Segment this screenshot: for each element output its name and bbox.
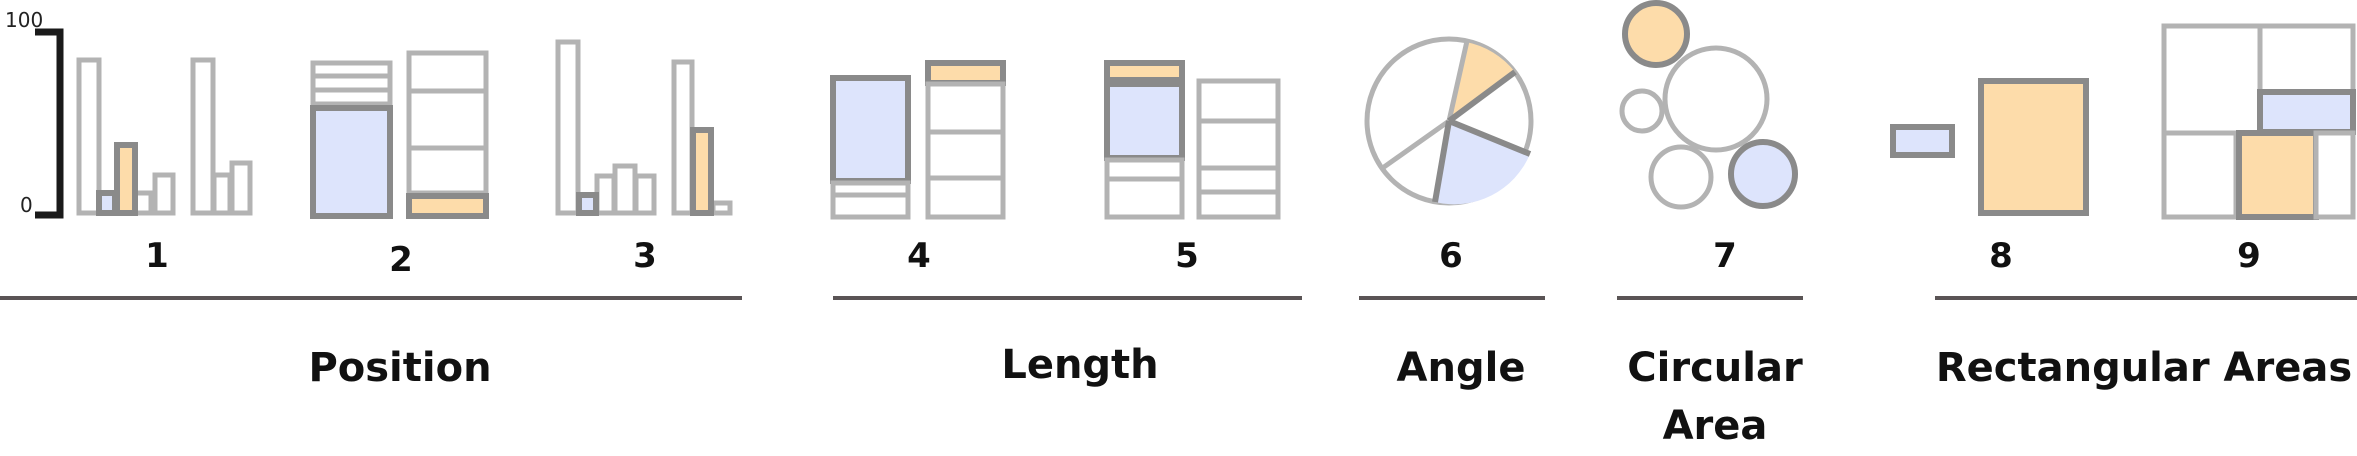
segment: [1196, 165, 1281, 195]
highlight-bar-blue: [96, 190, 118, 216]
segment: [925, 81, 1006, 135]
bar: [671, 59, 695, 216]
segment: [830, 192, 911, 220]
bar: [76, 57, 102, 216]
highlight-segment-blue: [830, 75, 911, 184]
segment: [1104, 176, 1185, 220]
panel-number-9: 9: [2237, 236, 2261, 276]
category-label-area: Area: [1663, 403, 1768, 449]
category-label-position: Position: [308, 345, 491, 391]
panel-number-5: 5: [1175, 236, 1199, 276]
segment: [1196, 78, 1281, 124]
panel-number-2: 2: [389, 240, 413, 280]
circle: [1648, 144, 1714, 210]
panel-number-3: 3: [633, 236, 657, 276]
segment: [406, 50, 489, 94]
panel-6-pie: [1364, 36, 1534, 206]
segment: [406, 88, 489, 151]
slice-divider: [1382, 40, 1470, 170]
panel-number-6: 6: [1439, 236, 1463, 276]
tile: [2161, 130, 2239, 220]
circle: [1662, 45, 1770, 153]
tile-orange: [2236, 130, 2319, 220]
highlight-segment-orange: [1104, 60, 1185, 83]
panel-2-stacked-bars: [310, 50, 489, 219]
bar: [594, 173, 617, 216]
tile: [2257, 23, 2356, 95]
panel-7-circles: [1619, 0, 1798, 210]
segment: [1196, 189, 1281, 220]
panel-number-7: 7: [1713, 236, 1737, 276]
bar: [211, 172, 233, 216]
axis-min-label: 0: [20, 193, 33, 217]
panel-4-stacked-bars: [830, 60, 1006, 220]
bar: [229, 160, 253, 216]
axis-scale: 100 0: [5, 8, 64, 219]
highlight-bar-orange: [114, 142, 138, 216]
highlight-segment-blue: [1104, 81, 1185, 161]
segment: [310, 87, 393, 107]
panel-3-bars: [555, 39, 733, 216]
highlight-segment-orange: [925, 60, 1006, 86]
highlight-segment-blue: [310, 105, 393, 219]
slice-divider-highlight: [1432, 69, 1532, 203]
segment: [1196, 118, 1281, 171]
panel-9-treemap: [2161, 23, 2356, 220]
slice-blue: [1435, 121, 1530, 205]
panel-5-stacked-bars: [1104, 60, 1281, 220]
tile: [2161, 23, 2263, 136]
slice-orange: [1449, 42, 1515, 121]
panel-number-4: 4: [907, 236, 931, 276]
panel-1-bars: [76, 57, 253, 216]
bar: [710, 200, 733, 216]
category-label-angle: Angle: [1397, 345, 1526, 391]
bar: [555, 39, 581, 216]
tile: [2313, 130, 2356, 220]
segment: [1104, 157, 1185, 182]
rect-orange: [1978, 78, 2089, 216]
bar: [152, 172, 176, 216]
circle: [1619, 88, 1665, 134]
segment: [406, 145, 489, 196]
panel-number-8: 8: [1989, 236, 2013, 276]
category-label-rectangular-areas: Rectangular Areas: [1936, 345, 2352, 391]
segment: [925, 129, 1006, 181]
panel-number-1: 1: [145, 236, 169, 276]
bar: [612, 163, 638, 216]
panel-8-rectangles: [1890, 78, 2089, 216]
bar: [633, 173, 657, 216]
circle-blue: [1728, 139, 1798, 209]
axis-max-label: 100: [5, 8, 43, 32]
category-label-circular: Circular: [1627, 345, 1803, 391]
axis-bracket: [35, 28, 64, 219]
category-label-length: Length: [1001, 342, 1158, 388]
bar: [190, 57, 216, 216]
highlight-segment-orange: [406, 193, 489, 219]
segment: [925, 175, 1006, 220]
tile-blue: [2257, 89, 2356, 135]
highlight-bar-orange: [690, 127, 714, 216]
circle-orange: [1622, 0, 1690, 68]
highlight-bar-blue: [576, 192, 599, 216]
rect-blue: [1890, 124, 1955, 158]
